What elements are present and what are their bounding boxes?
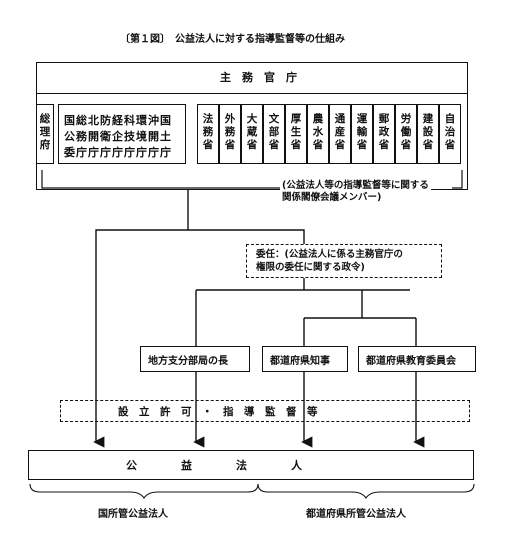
council-member-note: (公益法人等の指導監督等に関する 関係閣僚会議メンバー) (280, 180, 431, 204)
ministry-box-education: 文部省 (263, 104, 285, 164)
ministry-label-construction: 建設省 (422, 113, 434, 151)
agency-grid-row-1: 国総北防経科環沖国 (64, 114, 172, 127)
ministry-box-transport: 運輸省 (351, 104, 373, 164)
competent-authority-box (36, 62, 468, 94)
figure-title: 〔第１図〕 公益法人に対する指導監督等の仕組み (120, 34, 345, 45)
delegation-box (246, 244, 442, 278)
public-interest-corporation-label: 公 益 法 人 (126, 459, 302, 472)
permit-supervision-label: 設 立 許 可 ・ 指 導 監 督 等 (118, 406, 318, 418)
public-interest-corporation-box (28, 450, 474, 480)
ministry-label-labour: 労働省 (400, 113, 412, 151)
education-board-box (358, 346, 476, 372)
ministry-box-home-affairs: 自治省 (439, 104, 461, 164)
ministry-label-foreign: 外務省 (224, 113, 236, 151)
prefectural-brace (257, 483, 475, 499)
ministry-label-finance: 大蔵省 (246, 113, 258, 151)
sorifu-box (36, 104, 54, 164)
ministry-box-foreign: 外務省 (219, 104, 241, 164)
national-jurisdiction-label: 国所管公益法人 (98, 509, 168, 520)
ministries-row: 法務省 外務省 大蔵省 文部省 厚生省 農水省 通産省 運輸省 郵政省 労働省 … (197, 104, 465, 164)
ministry-box-construction: 建設省 (417, 104, 439, 164)
ministry-label-health: 厚生省 (290, 113, 302, 151)
ministry-label-home-affairs: 自治省 (444, 113, 456, 151)
prefectural-governor-label: 都道府県知事 (270, 356, 330, 367)
sorifu-label: 総理府 (39, 113, 51, 151)
competent-authority-label: 主 務 官 庁 (220, 71, 297, 84)
agency-grid-row-2: 公務開衛企技境開土 (64, 130, 172, 143)
ministry-box-health: 厚生省 (285, 104, 307, 164)
ministry-box-legal: 法務省 (197, 104, 219, 164)
ministry-label-transport: 運輸省 (356, 113, 368, 151)
ministry-box-labour: 労働省 (395, 104, 417, 164)
ministry-box-agriculture: 農水省 (307, 104, 329, 164)
prefectural-jurisdiction-label: 都道府県所管公益法人 (306, 509, 406, 520)
education-board-label: 都道府県教育委員会 (366, 356, 456, 367)
ministry-box-finance: 大蔵省 (241, 104, 263, 164)
ministry-label-agriculture: 農水省 (312, 113, 324, 151)
ministry-label-legal: 法務省 (202, 113, 214, 151)
trunk-right-branch (188, 229, 305, 244)
agency-grid-row-3: 委庁庁庁庁庁庁庁庁 (64, 146, 172, 159)
ministry-label-trade: 通産省 (334, 113, 346, 151)
ministry-box-trade: 通産省 (329, 104, 351, 164)
ministry-box-posts: 郵政省 (373, 104, 395, 164)
ministry-label-posts: 郵政省 (378, 113, 390, 151)
delegation-label: 委任：(公益法人に係る主務官庁の 権限の委任に関する政令) (256, 249, 403, 273)
ministry-label-education: 文部省 (268, 113, 280, 151)
national-brace (29, 483, 259, 499)
regional-bureau-label: 地方支分部局の長 (148, 356, 228, 367)
agency-grid-box (58, 104, 186, 164)
prefectural-governor-box (262, 346, 348, 372)
